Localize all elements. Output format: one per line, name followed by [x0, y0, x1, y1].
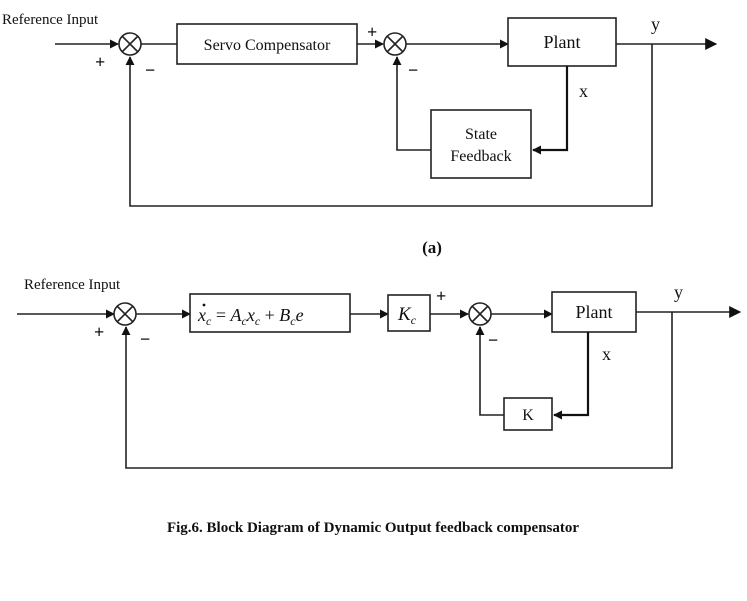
- state-feedback-label-line1: State: [465, 126, 497, 143]
- output-feedback-loop-b: [121, 312, 673, 469]
- plant-label-b: Plant: [575, 302, 612, 322]
- state-x-arrow-b: [553, 332, 590, 420]
- diagram-b: Reference Input + − xc = Acxc + Bce Kc +…: [17, 277, 742, 469]
- k-gain-block: [503, 397, 553, 431]
- k-gain-label: K: [522, 407, 534, 424]
- sum2-minus-sign-b: −: [488, 330, 498, 350]
- state-x-label-b: x: [602, 344, 611, 364]
- output-y-label-a: y: [651, 14, 660, 34]
- plant-block-a: [507, 17, 617, 67]
- plant-block-b: [551, 291, 637, 333]
- sum2-minus-sign-a: −: [408, 60, 418, 80]
- state-feedback-to-sum2-arrow-a: [392, 56, 431, 151]
- plant-label-a: Plant: [543, 32, 580, 52]
- summing-junction-2-b: [468, 302, 492, 326]
- derivative-dot: [202, 303, 206, 307]
- output-feedback-loop-a: [125, 44, 653, 207]
- kc-gain-block: [387, 294, 431, 332]
- state-x-label-a: x: [579, 81, 588, 101]
- sum2-plus-sign-b: +: [436, 286, 446, 306]
- servo-compensator-label: Servo Compensator: [204, 37, 331, 54]
- state-x-arrow-a: [532, 66, 569, 155]
- state-feedback-label-line2: Feedback: [450, 148, 511, 165]
- sum1-minus-sign-b: −: [140, 329, 150, 349]
- diagram-a-sublabel: (a): [422, 238, 442, 257]
- output-y-label-b: y: [674, 282, 683, 302]
- diagram-a: Reference Input + − Servo Compensator + …: [2, 12, 718, 257]
- compensator-equation: xc = Acxc + Bce: [197, 305, 304, 328]
- sum1-plus-sign-b: +: [94, 322, 104, 342]
- sum2-plus-sign-a: +: [367, 22, 377, 42]
- state-feedback-block: [430, 109, 532, 179]
- sum1-minus-sign-a: −: [145, 60, 155, 80]
- summing-junction-2-a: [383, 32, 407, 56]
- reference-input-label-a: Reference Input: [2, 12, 99, 28]
- summing-junction-1-a: [118, 32, 142, 56]
- figure-caption: Fig.6. Block Diagram of Dynamic Output f…: [167, 520, 579, 536]
- servo-compensator-block: [176, 23, 358, 65]
- sum1-plus-sign-a: +: [95, 52, 105, 72]
- dynamic-compensator-block: [189, 293, 351, 333]
- k-feedback-to-sum2-arrow-b: [475, 326, 504, 416]
- kc-gain-label: Kc: [397, 304, 417, 327]
- summing-junction-1-b: [113, 302, 137, 326]
- reference-input-label-b: Reference Input: [24, 277, 121, 293]
